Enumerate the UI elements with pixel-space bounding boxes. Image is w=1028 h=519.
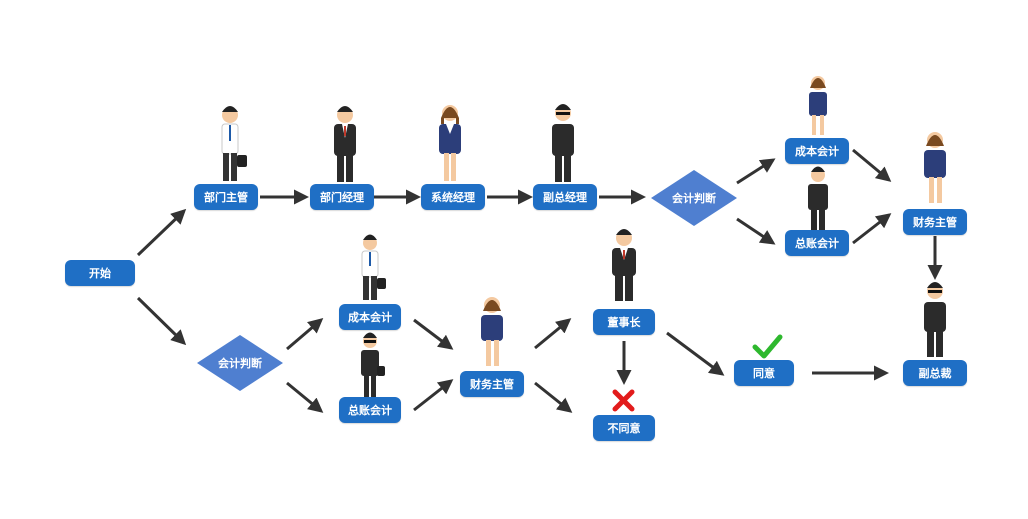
arrow-general-bottom-to-finance [413, 379, 454, 412]
node-cost-acc-top: 成本会计 [785, 138, 849, 164]
arrow-judge-top-to-general [736, 217, 776, 245]
person-finance-head-bottom-icon [481, 297, 503, 366]
check-icon [752, 334, 783, 359]
person-cost-acc-bottom-icon [361, 234, 386, 300]
node-finance-head-bottom: 财务主管 [460, 371, 524, 397]
arrow-finance-bottom-to-disagree [534, 381, 573, 413]
arrow-cost-top-to-finance [852, 148, 892, 182]
person-cost-acc-top-icon [809, 76, 827, 135]
decision-diamond-bottom [197, 335, 283, 391]
node-dept-manager: 部门经理 [310, 184, 374, 210]
arrow-start-to-dept-head [136, 208, 187, 257]
person-sys-manager-icon [439, 105, 461, 181]
arrow-chairman-to-agree [666, 331, 725, 376]
node-chairman: 董事长 [593, 309, 655, 335]
arrow-judge-top-to-cost [736, 158, 776, 185]
person-dept-manager-icon [334, 106, 356, 182]
node-finance-head-top: 财务主管 [903, 209, 967, 235]
node-vp-manager: 副总经理 [533, 184, 597, 210]
arrow-start-to-judge-bottom [136, 296, 187, 346]
node-disagree: 不同意 [593, 415, 655, 441]
arrow-cost-bottom-to-finance [413, 318, 454, 350]
person-chairman-icon [612, 229, 636, 301]
person-dept-head-icon [221, 106, 247, 181]
person-general-acc-top-icon [808, 166, 828, 231]
person-finance-head-top-icon [924, 132, 946, 203]
person-vice-president-icon [924, 282, 946, 357]
node-cost-acc-bottom: 成本会计 [339, 304, 401, 330]
cross-icon [612, 389, 635, 412]
node-sys-manager: 系统经理 [421, 184, 485, 210]
arrow-finance-bottom-to-chairman [534, 318, 572, 350]
decision-diamond-top [651, 170, 737, 226]
node-agree: 同意 [734, 360, 794, 386]
node-general-acc-bottom: 总账会计 [339, 397, 401, 423]
decision-label-top: 会计判断 [672, 192, 716, 205]
arrow-judge-bottom-to-cost [286, 318, 324, 351]
node-start: 开始 [65, 260, 135, 286]
node-dept-head: 部门主管 [194, 184, 258, 210]
decision-label-bottom: 会计判断 [218, 357, 262, 370]
node-vice-president: 副总裁 [903, 360, 967, 386]
arrow-judge-bottom-to-general [286, 381, 324, 413]
person-general-acc-bottom-icon [361, 332, 385, 397]
person-vp-manager-icon [552, 104, 574, 182]
node-general-acc-top: 总账会计 [785, 230, 849, 256]
arrow-general-top-to-finance [852, 213, 892, 245]
